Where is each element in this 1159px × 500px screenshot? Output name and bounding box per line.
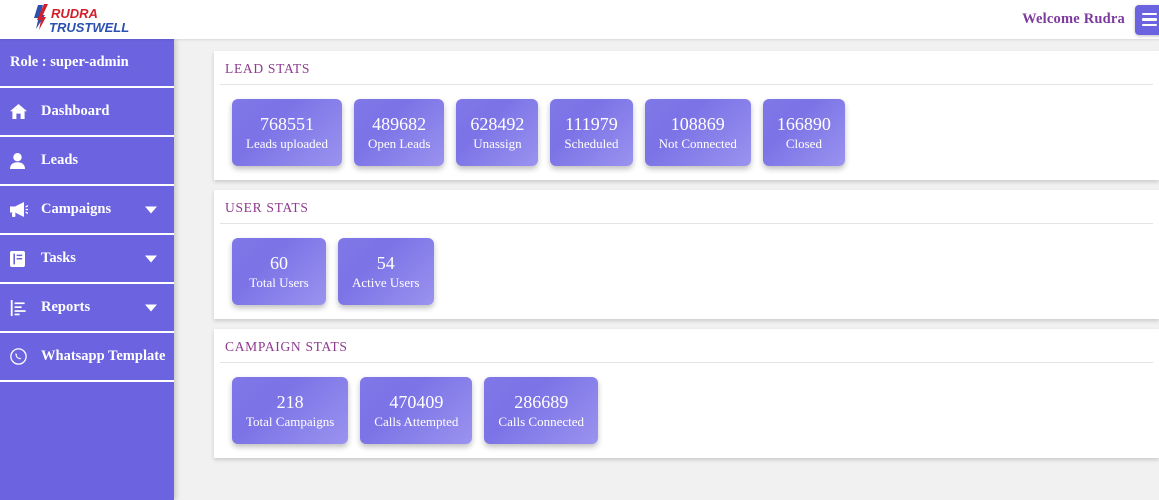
panel-lead-stats: LEAD STATS 768551 Leads uploaded 489682 … <box>214 51 1159 180</box>
stat-value: 470409 <box>389 392 444 413</box>
hamburger-bar <box>1141 12 1157 16</box>
stat-value: 628492 <box>470 114 525 135</box>
section-title: USER STATS <box>220 200 1153 224</box>
brand-logo[interactable]: RUDRA TRUSTWELL <box>0 0 178 39</box>
hamburger-menu-icon[interactable] <box>1135 4 1159 35</box>
chart-list-icon <box>10 299 34 316</box>
stat-card[interactable]: 166890 Closed <box>762 99 845 166</box>
chevron-down-icon[interactable] <box>145 255 157 262</box>
header-actions: Welcome Rudra <box>1022 0 1159 39</box>
sidebar-item-leads[interactable]: Leads <box>0 137 174 186</box>
chevron-down-icon[interactable] <box>145 206 157 213</box>
stat-card[interactable]: 60 Total Users <box>232 238 326 305</box>
user-stats-card-list: 60 Total Users 54 Active Users <box>214 224 1159 305</box>
stat-value: 108869 <box>670 114 725 135</box>
stat-card[interactable]: 286689 Calls Connected <box>484 377 598 444</box>
stat-label: Leads uploaded <box>246 135 328 151</box>
stat-value: 111979 <box>565 114 618 135</box>
role-label: Role : super-admin <box>0 39 174 88</box>
svg-text:TRUSTWELL: TRUSTWELL <box>49 20 129 35</box>
main-content: LEAD STATS 768551 Leads uploaded 489682 … <box>174 39 1159 500</box>
sidebar-item-label: Whatsapp Template <box>41 348 166 364</box>
stat-label: Closed <box>785 135 822 151</box>
stat-card[interactable]: 111979 Scheduled <box>550 99 633 166</box>
section-title: CAMPAIGN STATS <box>220 339 1153 363</box>
stat-value: 218 <box>276 392 304 413</box>
book-icon <box>10 250 34 267</box>
whatsapp-icon <box>10 348 34 365</box>
campaign-stats-card-list: 218 Total Campaigns 470409 Calls Attempt… <box>214 363 1159 444</box>
stat-card[interactable]: 489682 Open Leads <box>353 99 445 166</box>
welcome-label: Welcome Rudra <box>1022 11 1125 27</box>
sidebar-item-label: Reports <box>41 299 91 315</box>
user-icon <box>10 152 34 169</box>
sidebar-item-reports[interactable]: Reports <box>0 284 174 333</box>
stat-value: 489682 <box>372 114 427 135</box>
stat-card[interactable]: 628492 Unassign <box>456 99 539 166</box>
stat-label: Total Campaigns <box>246 413 335 429</box>
sidebar-item-tasks[interactable]: Tasks <box>0 235 174 284</box>
stat-card[interactable]: 54 Active Users <box>338 238 434 305</box>
stat-value: 166890 <box>776 114 831 135</box>
hamburger-bar <box>1141 18 1157 21</box>
lead-stats-card-list: 768551 Leads uploaded 489682 Open Leads … <box>214 85 1159 166</box>
svg-text:RUDRA: RUDRA <box>51 6 98 21</box>
panel-user-stats: USER STATS 60 Total Users 54 Active User… <box>214 190 1159 319</box>
rudra-trustwell-logo-icon: RUDRA TRUSTWELL <box>34 3 129 35</box>
stat-card[interactable]: 470409 Calls Attempted <box>360 377 473 444</box>
sidebar-item-label: Tasks <box>41 250 76 266</box>
stat-label: Not Connected <box>658 135 737 151</box>
top-header: RUDRA TRUSTWELL Welcome Rudra <box>0 0 1159 39</box>
stat-label: Open Leads <box>367 135 431 151</box>
stat-label: Scheduled <box>564 135 619 151</box>
stat-value: 286689 <box>514 392 569 413</box>
stat-label: Calls Connected <box>498 413 584 429</box>
stat-value: 54 <box>376 253 395 274</box>
sidebar-item-label: Leads <box>41 152 79 168</box>
sidebar-item-label: Campaigns <box>41 201 112 217</box>
stat-card[interactable]: 108869 Not Connected <box>644 99 751 166</box>
stat-value: 60 <box>270 253 288 274</box>
stat-card[interactable]: 218 Total Campaigns <box>232 377 349 444</box>
sidebar-item-whatsapp-template[interactable]: Whatsapp Template <box>0 333 174 382</box>
hamburger-bar <box>1141 23 1157 27</box>
stat-value: 768551 <box>259 114 314 135</box>
stat-label: Active Users <box>352 274 420 290</box>
section-title: LEAD STATS <box>220 61 1153 85</box>
stat-label: Total Users <box>249 274 309 290</box>
sidebar: Role : super-admin Dashboard Leads Campa… <box>0 39 174 500</box>
sidebar-item-label: Dashboard <box>41 103 110 119</box>
stat-label: Unassign <box>473 135 522 151</box>
stat-card[interactable]: 768551 Leads uploaded <box>232 99 342 166</box>
panel-campaign-stats: CAMPAIGN STATS 218 Total Campaigns 47040… <box>214 329 1159 458</box>
home-icon <box>10 104 34 119</box>
sidebar-item-campaigns[interactable]: Campaigns <box>0 186 174 235</box>
chevron-down-icon[interactable] <box>145 304 157 311</box>
stat-label: Calls Attempted <box>374 413 459 429</box>
megaphone-icon <box>10 202 34 217</box>
logo-mark: RUDRA TRUSTWELL <box>30 3 129 37</box>
sidebar-item-dashboard[interactable]: Dashboard <box>0 88 174 137</box>
